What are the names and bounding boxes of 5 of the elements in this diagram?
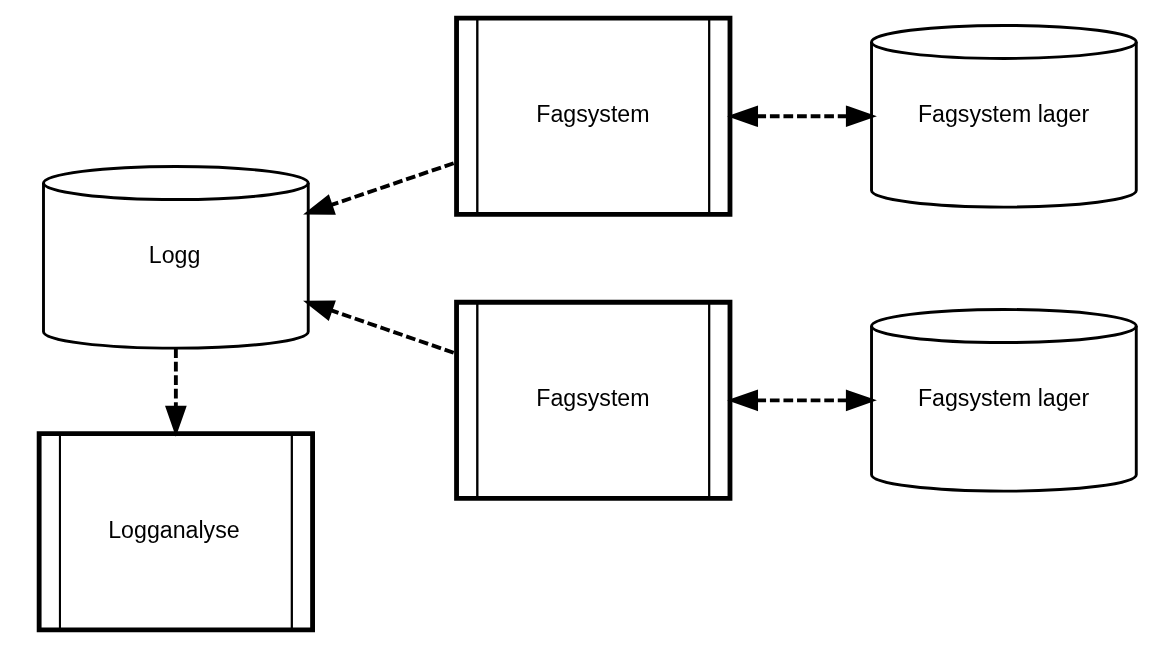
- arrow: [302, 161, 454, 215]
- arrow: [302, 300, 454, 355]
- arrow: [726, 389, 877, 412]
- arrow: [164, 348, 187, 437]
- arrow: [726, 105, 877, 128]
